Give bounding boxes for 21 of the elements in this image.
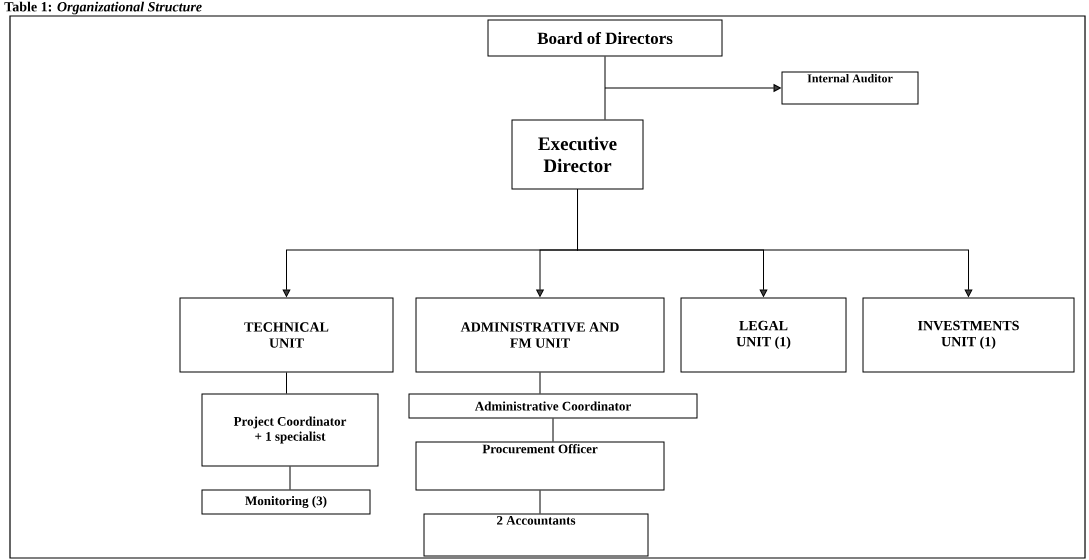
org-box: Executive Director	[511, 119, 644, 190]
org-box: 2 Accountants	[423, 513, 649, 557]
org-box: TECHNICAL UNIT	[179, 297, 394, 373]
org-box: Board of Directors	[487, 19, 723, 57]
org-box: Project Coordinator + 1 specialist	[201, 393, 379, 467]
org-box: Administrative Coordinator	[408, 393, 698, 419]
connector	[604, 84, 781, 92]
org-box: LEGAL UNIT (1)	[680, 297, 847, 373]
connector	[286, 372, 287, 394]
connector	[552, 418, 554, 442]
org-box: ADMINISTRATIVE AND FM UNIT	[415, 297, 665, 373]
connector	[539, 372, 541, 394]
connector	[289, 466, 291, 490]
org-box: Internal Auditor	[781, 71, 919, 105]
org-box: Procurement Officer	[415, 441, 665, 491]
connector	[604, 56, 606, 120]
connector	[577, 189, 973, 297]
connector	[539, 490, 541, 514]
org-box: Monitoring (3)	[201, 489, 371, 515]
title: Table 1: Organizational Structure	[4, 1, 202, 15]
org-box: INVESTMENTS UNIT (1)	[862, 297, 1075, 373]
